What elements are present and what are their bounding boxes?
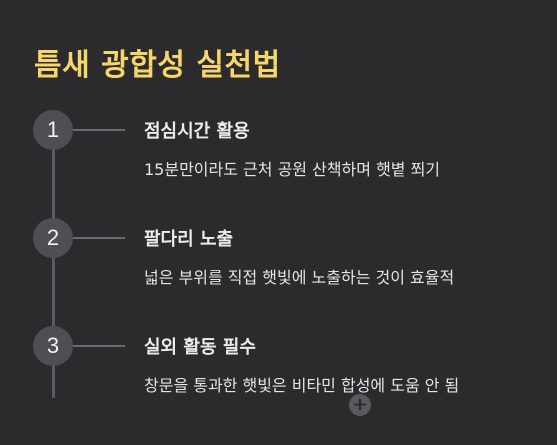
step-connector [73, 345, 125, 347]
step-number-badge: 1 [33, 110, 73, 150]
timeline-step-3: 3 실외 활동 필수 창문을 통과한 햇빛은 비타민 합성에 도움 안 됨 [0, 326, 557, 416]
timeline-line [52, 128, 55, 398]
step-heading: 팔다리 노출 [144, 229, 234, 250]
page-title: 틈새 광합성 실천법 [34, 48, 281, 83]
timeline-step-2: 2 팔다리 노출 넓은 부위를 직접 햇빛에 노출하는 것이 효율적 [0, 218, 557, 308]
plus-icon: + [352, 394, 368, 415]
step-number-badge: 3 [33, 326, 73, 366]
step-connector [73, 129, 125, 131]
step-connector [73, 237, 125, 239]
add-step-button[interactable]: + [349, 394, 371, 416]
step-number-badge: 2 [33, 218, 73, 258]
step-description: 넓은 부위를 직접 햇빛에 노출하는 것이 효율적 [144, 268, 455, 287]
step-description: 15분만이라도 근처 공원 산책하며 햇볕 쬐기 [144, 160, 441, 179]
step-description: 창문을 통과한 햇빛은 비타민 합성에 도움 안 됨 [144, 376, 460, 395]
step-heading: 실외 활동 필수 [144, 337, 256, 358]
step-heading: 점심시간 활용 [144, 121, 250, 142]
timeline-step-1: 1 점심시간 활용 15분만이라도 근처 공원 산책하며 햇볕 쬐기 [0, 110, 557, 200]
